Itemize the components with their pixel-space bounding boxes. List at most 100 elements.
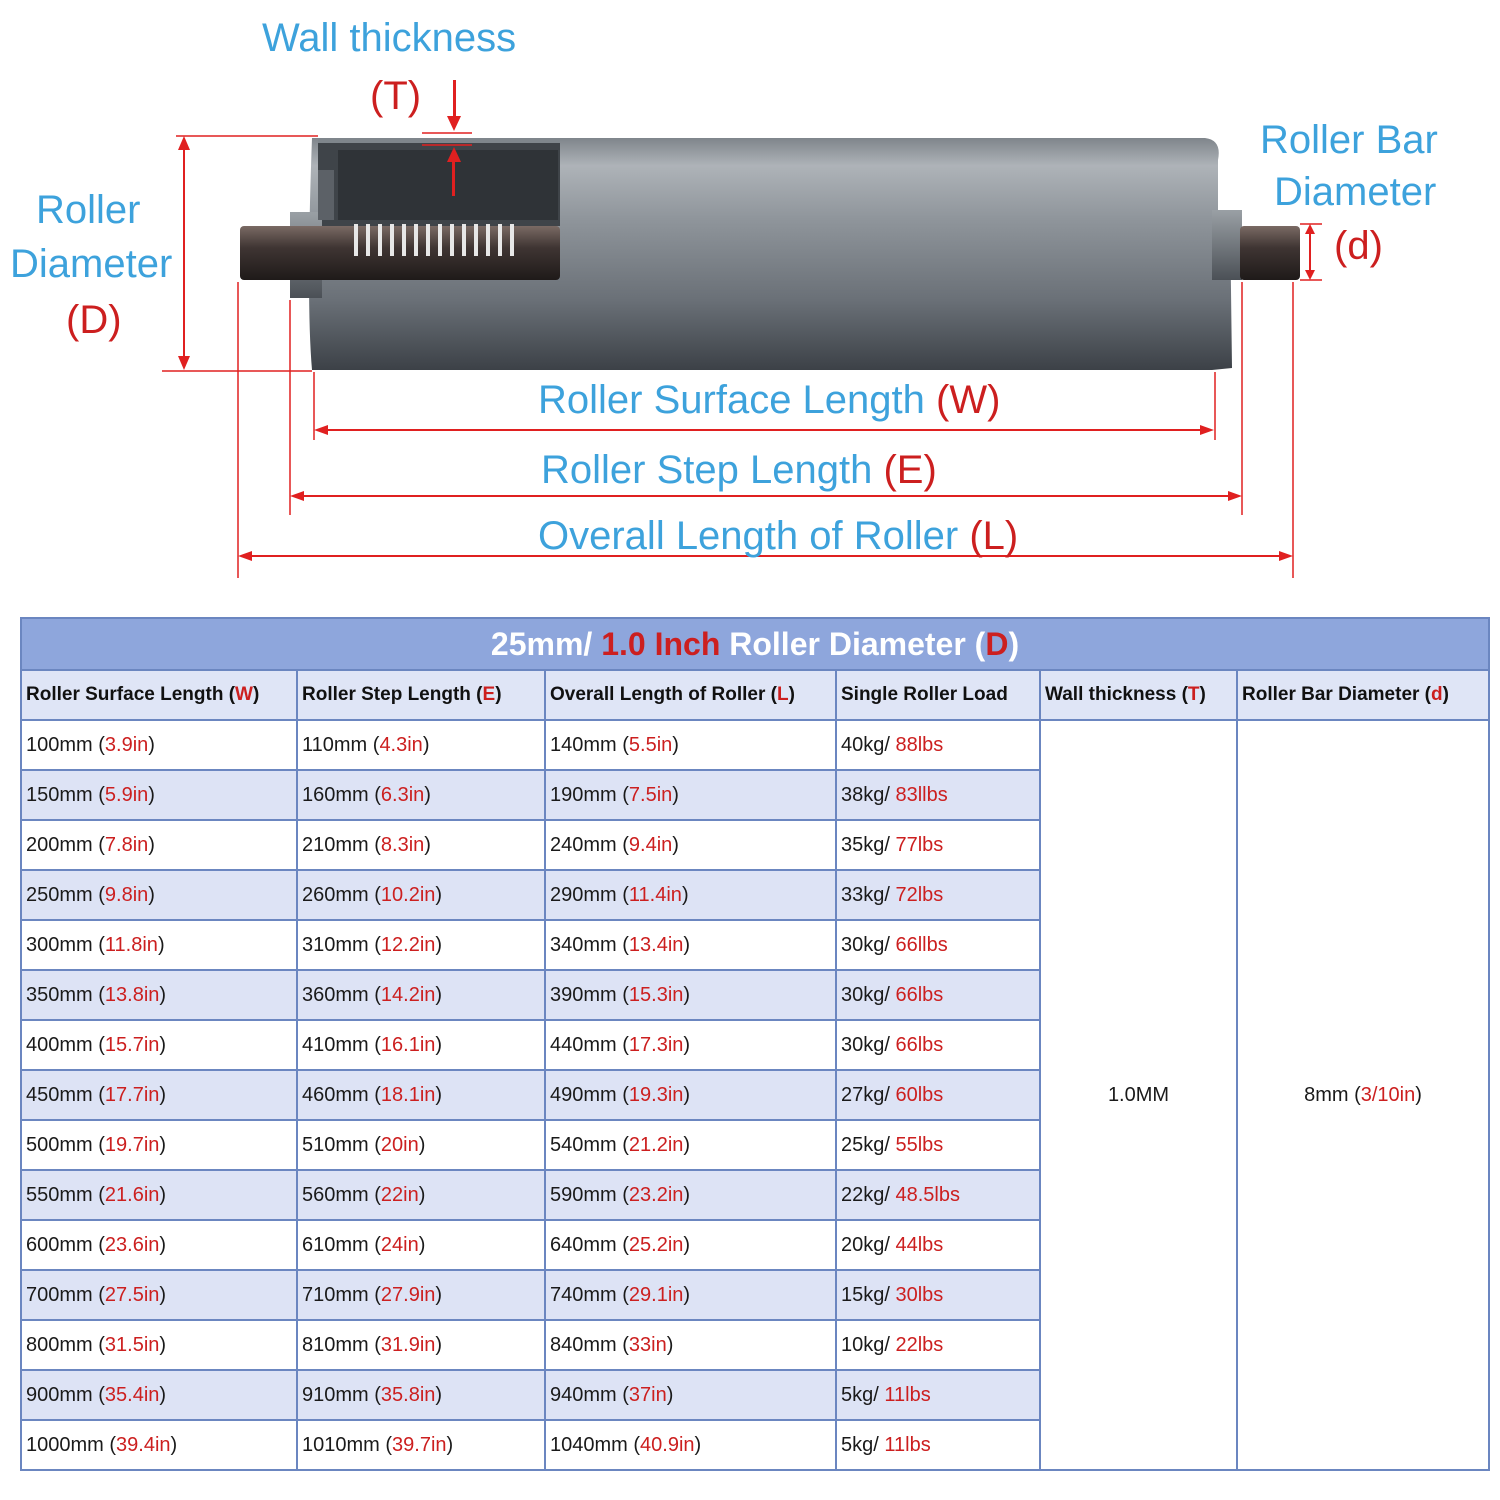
value-in: 12.2in: [380, 933, 436, 956]
value-kg: 27kg/: [841, 1083, 896, 1106]
value-lbs: 88lbs: [895, 733, 944, 756]
step-length-cell: 260mm (10.2in): [296, 869, 546, 921]
value-in: 22in: [380, 1183, 419, 1206]
value-kg: 33kg/: [841, 883, 896, 906]
surface-length-cell: 200mm (7.8in): [20, 819, 298, 871]
value-in: 15.7in: [104, 1033, 160, 1056]
value-in: 5.9in: [104, 783, 149, 806]
value-in: 27.9in: [380, 1283, 436, 1306]
value-in: 10.2in: [380, 883, 436, 906]
step-length-cell: 210mm (8.3in): [296, 819, 546, 871]
roller-diagram: [162, 80, 1322, 578]
value-in: 39.4in: [116, 1433, 171, 1456]
value-in: 11.4in: [628, 883, 682, 906]
value-in: 24in: [380, 1233, 419, 1256]
value-mm: 600mm: [26, 1233, 93, 1256]
value-in: 5.5in: [628, 733, 673, 756]
load-cell: 35kg/ 77lbs: [835, 819, 1041, 871]
overall-length-cell: 590mm (23.2in): [544, 1169, 837, 1221]
value-mm: 340mm: [550, 933, 617, 956]
value-lbs: 60lbs: [895, 1083, 944, 1106]
overall-length-cell: 490mm (19.3in): [544, 1069, 837, 1121]
value-in: 19.7in: [104, 1133, 160, 1156]
load-cell: 20kg/ 44lbs: [835, 1219, 1041, 1271]
surface-length-cell: 350mm (13.8in): [20, 969, 298, 1021]
value-kg: 5kg/: [841, 1383, 885, 1406]
load-cell: 40kg/ 88lbs: [835, 719, 1041, 771]
value-kg: 30kg/: [841, 1033, 896, 1056]
overall-length-cell: 640mm (25.2in): [544, 1219, 837, 1271]
value-mm: 300mm: [26, 933, 93, 956]
surface-length-cell: 100mm (3.9in): [20, 719, 298, 771]
step-length-cell: 1010mm (39.7in): [296, 1419, 546, 1471]
value-in: 35.8in: [380, 1383, 436, 1406]
overall-length-cell: 440mm (17.3in): [544, 1019, 837, 1071]
roller-spec-table: 25mm/ 1.0 Inch Roller Diameter (D) Rolle…: [19, 617, 1491, 1471]
overall-length-cell: 390mm (15.3in): [544, 969, 837, 1021]
value-in: 27.5in: [104, 1283, 160, 1306]
value-mm: 210mm: [302, 833, 369, 856]
column-header-label: Overall Length of Roller (: [550, 684, 777, 705]
value-in: 31.5in: [104, 1333, 160, 1356]
overall-length-cell: 540mm (21.2in): [544, 1119, 837, 1171]
overall-length-cell: 740mm (29.1in): [544, 1269, 837, 1321]
value-mm: 940mm: [550, 1383, 617, 1406]
value-kg: 20kg/: [841, 1233, 896, 1256]
value-in: 8.3in: [380, 833, 425, 856]
surface-length-cell: 450mm (17.7in): [20, 1069, 298, 1121]
roller-shaft: [240, 226, 1300, 280]
column-header-symbol: W: [235, 684, 253, 705]
column-header: Wall thickness (T): [1039, 669, 1238, 721]
value-in: 20in: [380, 1133, 419, 1156]
value-kg: 30kg/: [841, 933, 896, 956]
table-row: 150mm (5.9in)160mm (6.3in)190mm (7.5in)3…: [20, 769, 1489, 821]
value-lbs: 11lbs: [884, 1433, 931, 1456]
surface-length-cell: 400mm (15.7in): [20, 1019, 298, 1071]
value-kg: 15kg/: [841, 1283, 896, 1306]
value-mm: 360mm: [302, 983, 369, 1006]
value-in: 16.1in: [380, 1033, 436, 1056]
column-header-symbol: E: [482, 684, 496, 705]
bar-diameter-mm: 8mm (: [1304, 1083, 1361, 1106]
value-in: 9.4in: [628, 833, 673, 856]
overall-length-symbol: (L): [969, 514, 1019, 558]
value-in: 7.8in: [104, 833, 149, 856]
value-mm: 200mm: [26, 833, 93, 856]
table-row: 250mm (9.8in)260mm (10.2in)290mm (11.4in…: [20, 869, 1489, 921]
value-mm: 260mm: [302, 883, 369, 906]
value-mm: 110mm: [302, 733, 368, 756]
value-in: 15.3in: [628, 983, 684, 1006]
load-cell: 38kg/ 83llbs: [835, 769, 1041, 821]
overall-length-label: Overall Length of Roller (L): [538, 514, 1018, 559]
value-in: 11.8in: [104, 933, 158, 956]
column-header-symbol: d: [1431, 684, 1443, 705]
title-part-close: ): [1008, 625, 1020, 662]
load-cell: 5kg/ 11lbs: [835, 1419, 1041, 1471]
value-mm: 910mm: [302, 1383, 369, 1406]
step-length-symbol: (E): [883, 448, 937, 492]
wall-thickness-label: Wall thickness: [262, 16, 517, 60]
value-mm: 610mm: [302, 1233, 369, 1256]
wall-thickness-value: 1.0MM: [1107, 1083, 1170, 1106]
value-lbs: 11lbs: [884, 1383, 931, 1406]
value-lbs: 83llbs: [895, 783, 948, 806]
value-in: 29.1in: [628, 1283, 684, 1306]
overall-length-cell: 340mm (13.4in): [544, 919, 837, 971]
step-length-cell: 710mm (27.9in): [296, 1269, 546, 1321]
value-kg: 22kg/: [841, 1183, 896, 1206]
roller-diameter-label-line1: Roller: [36, 188, 141, 232]
value-in: 9.8in: [104, 883, 149, 906]
overall-length-cell: 940mm (37in): [544, 1369, 837, 1421]
value-mm: 390mm: [550, 983, 617, 1006]
surface-length-cell: 300mm (11.8in): [20, 919, 298, 971]
value-mm: 590mm: [550, 1183, 617, 1206]
table-row: 300mm (11.8in)310mm (12.2in)340mm (13.4i…: [20, 919, 1489, 971]
load-cell: 30kg/ 66llbs: [835, 919, 1041, 971]
value-in: 17.7in: [104, 1083, 160, 1106]
surface-length-cell: 1000mm (39.4in): [20, 1419, 298, 1471]
value-lbs: 30lbs: [895, 1283, 944, 1306]
step-length-label: Roller Step Length (E): [541, 448, 937, 493]
surface-length-symbol: (W): [936, 378, 1001, 422]
overall-length-cell: 1040mm (40.9in): [544, 1419, 837, 1471]
value-mm: 500mm: [26, 1133, 93, 1156]
